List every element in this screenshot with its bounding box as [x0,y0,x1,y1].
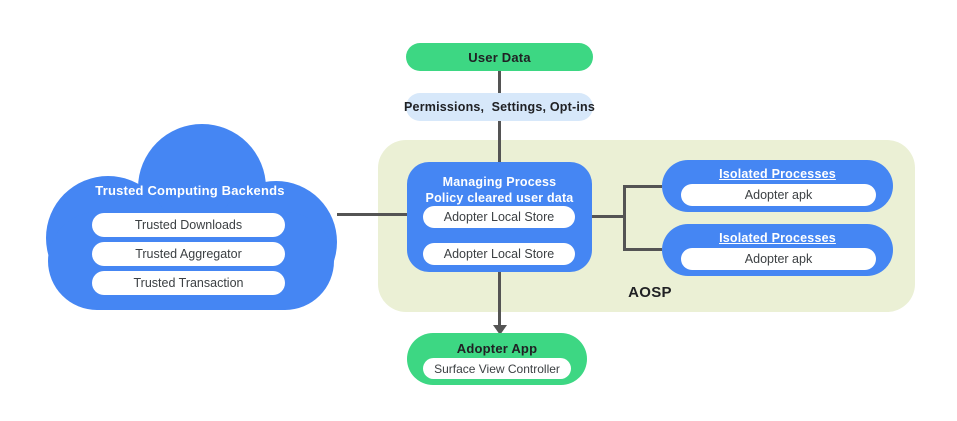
cloud-item-label: Trusted Aggregator [135,247,242,261]
adopter-apk-label: Adopter apk [744,252,813,266]
connector-branch-to-isolated-2 [623,248,662,251]
isolated-processes-title: Isolated Processes [719,167,836,181]
cloud-item-label: Trusted Transaction [133,276,244,290]
connector-permissions-to-managing [498,121,501,163]
surface-view-controller-label: Surface View Controller [434,361,560,376]
managing-process-node: Managing Process Policy cleared user dat… [407,162,592,272]
isolated-processes-node-2: Isolated Processes Adopter apk [662,224,893,276]
adopter-apk-pill: Adopter apk [681,184,876,206]
user-data-node: User Data [406,43,593,71]
arrowhead-down-icon [493,325,507,335]
cloud-item-trusted-downloads: Trusted Downloads [92,213,285,237]
branch-vertical-line [623,185,626,251]
permissions-node: Permissions, Settings, Opt-ins [404,93,595,121]
permissions-label: Permissions, Settings, Opt-ins [404,100,595,114]
surface-view-controller-pill: Surface View Controller [423,358,571,379]
cloud-item-trusted-transaction: Trusted Transaction [92,271,285,295]
managing-process-title-line1: Managing Process [442,175,557,189]
adopter-local-store-label: Adopter Local Store [443,210,555,224]
adopter-local-store-pill-1: Adopter Local Store [423,206,575,228]
isolated-processes-node-1: Isolated Processes Adopter apk [662,160,893,212]
adopter-apk-label: Adopter apk [744,188,813,202]
connector-userdata-to-permissions [498,71,501,93]
cloud-item-label: Trusted Downloads [134,218,243,232]
connector-branch-to-isolated-1 [623,185,662,188]
managing-process-title-line2: Policy cleared user data [425,191,574,206]
aosp-label: AOSP [628,284,672,301]
adopter-local-store-pill-2: Adopter Local Store [423,243,575,265]
cloud-title: Trusted Computing Backends [95,183,285,198]
adopter-local-store-label: Adopter Local Store [443,247,555,261]
isolated-processes-title: Isolated Processes [719,231,836,245]
adopter-apk-pill: Adopter apk [681,248,876,270]
cloud-item-trusted-aggregator: Trusted Aggregator [92,242,285,266]
user-data-label: User Data [468,49,531,65]
adopter-app-title: Adopter App [456,341,538,356]
adopter-app-node: Adopter App Surface View Controller [407,333,587,385]
connector-managing-to-adopterapp [498,272,501,326]
connector-cloud-to-managing [337,213,407,216]
connector-managing-to-branch [592,215,625,218]
